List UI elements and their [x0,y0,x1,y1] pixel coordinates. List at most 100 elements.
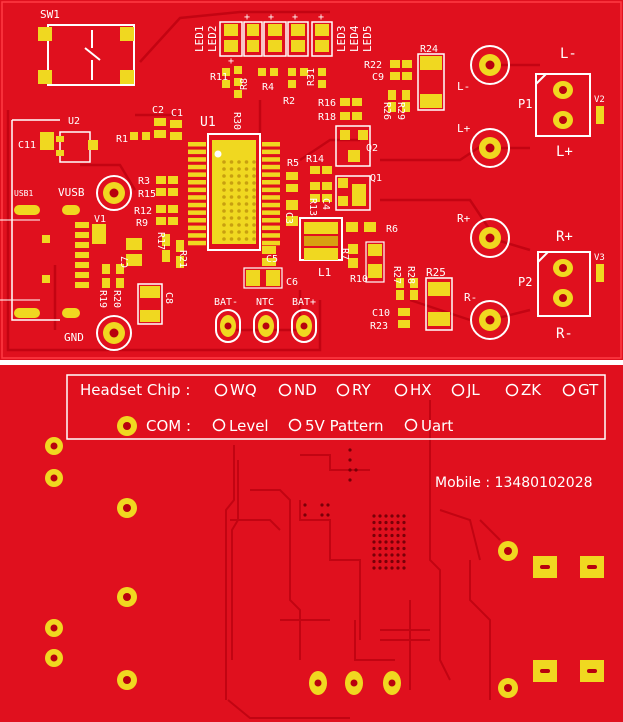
label-l1: L1 [318,266,331,279]
label-r27: R27 [391,266,402,284]
label-r24: R24 [420,44,438,55]
label-r6: R6 [386,224,398,235]
label-r17: R17 [155,232,166,250]
label-r20: R20 [111,290,122,308]
cap-c11 [40,132,54,150]
com-option-level: Level [212,417,269,435]
label-r8: R8 [239,78,250,90]
label-r22: R22 [364,60,382,71]
headset-option-jl: JL [451,381,480,399]
label-r2: R2 [283,96,295,107]
label-q1: Q1 [370,173,382,184]
svg-text:5V Pattern: 5V Pattern [305,417,384,435]
label-c11: C11 [18,140,36,151]
svg-text:ZK: ZK [521,381,542,399]
svg-text:JL: JL [466,381,480,399]
diode-v1 [92,224,106,244]
svg-text:WQ: WQ [230,381,257,399]
svg-text:GT: GT [578,381,599,399]
led-plus-3: + [292,12,298,23]
label-q2: Q2 [366,143,378,154]
label-r28: R28 [405,266,416,284]
label-p1: P1 [518,97,532,111]
label-r16: R16 [318,98,336,109]
caps-c5-c6 [243,246,283,289]
label-led1: LED1 [193,26,206,53]
label-v2: V2 [594,95,605,105]
label-ntc: NTC [256,297,274,308]
label-r5: R5 [287,158,299,169]
label-r18: R18 [318,112,336,123]
label-bat-minus: BAT- [214,297,238,308]
label-r29: R29 [395,102,406,120]
label-r21: R21 [177,250,188,268]
pad-vusb [96,175,132,211]
label-c9: C9 [372,72,384,83]
label-v1: V1 [94,214,106,225]
led-plus-5: + [228,56,234,67]
com-label: COM : [146,417,191,435]
label-bat-plus: BAT+ [292,297,316,308]
label-gnd: GND [64,331,84,344]
label-r19: R19 [97,290,108,308]
headset-option-nd: ND [278,381,317,399]
label-rplus-pad: R+ [457,212,471,225]
label-r4: R4 [262,82,274,93]
diode-v3 [596,264,604,282]
transistor-q1 [335,175,371,211]
mobile-number: Mobile : 13480102028 [435,475,593,491]
pads-c7-c8 [102,238,160,322]
regulator-u2 [56,131,98,163]
usb-connector [0,119,89,321]
label-led2: LED2 [206,26,219,53]
label-c4: C4 [320,198,331,210]
label-led5: LED5 [361,26,374,53]
bottom-board [0,365,623,722]
speaker-pads [470,45,510,340]
headset-option-ry: RY [336,381,371,399]
label-c3: C3 [283,212,294,224]
label-c10: C10 [372,308,390,319]
pads-r23-r28 [396,278,450,328]
via-array [303,448,406,570]
label-r25: R25 [426,266,446,279]
connector-p1 [535,73,591,137]
label-r13: R13 [307,198,318,216]
label-sw1: SW1 [40,8,60,21]
label-r1: R1 [116,134,128,145]
label-rplus: R+ [556,229,573,245]
label-lminus: L- [560,46,577,62]
label-rminus: R- [556,326,573,342]
headset-chip-label: Headset Chip : [80,381,190,399]
label-r7: R7 [339,248,350,260]
label-r9: R9 [136,218,148,229]
label-led3: LED3 [335,26,348,53]
options-box [66,374,606,440]
label-c8: C8 [163,292,174,304]
svg-text:Uart: Uart [421,417,453,435]
label-c5: C5 [266,254,278,265]
pads-q2 [340,98,368,162]
label-r10: R10 [350,274,368,285]
bottom-traces [225,400,501,719]
led-plus-1: + [244,12,250,23]
headset-option-hx: HX [394,381,432,399]
label-p2: P2 [518,275,532,289]
label-u2: U2 [68,116,80,127]
pads-r22-r29 [388,56,442,112]
label-r3: R3 [138,176,150,187]
inductor-l1 [299,217,343,261]
bottom-round-pads [45,437,518,698]
label-lplus-pad: L+ [457,122,471,135]
led-plus-2: + [268,12,274,23]
pads-r5-c4 [286,166,332,226]
label-usb1: USB1 [14,189,33,198]
label-u1: U1 [200,115,216,130]
svg-text:Level: Level [229,417,269,435]
label-r31: R31 [306,68,317,86]
label-c2: C2 [152,105,164,116]
label-c6: C6 [286,277,298,288]
headset-option-wq: WQ [214,381,257,399]
